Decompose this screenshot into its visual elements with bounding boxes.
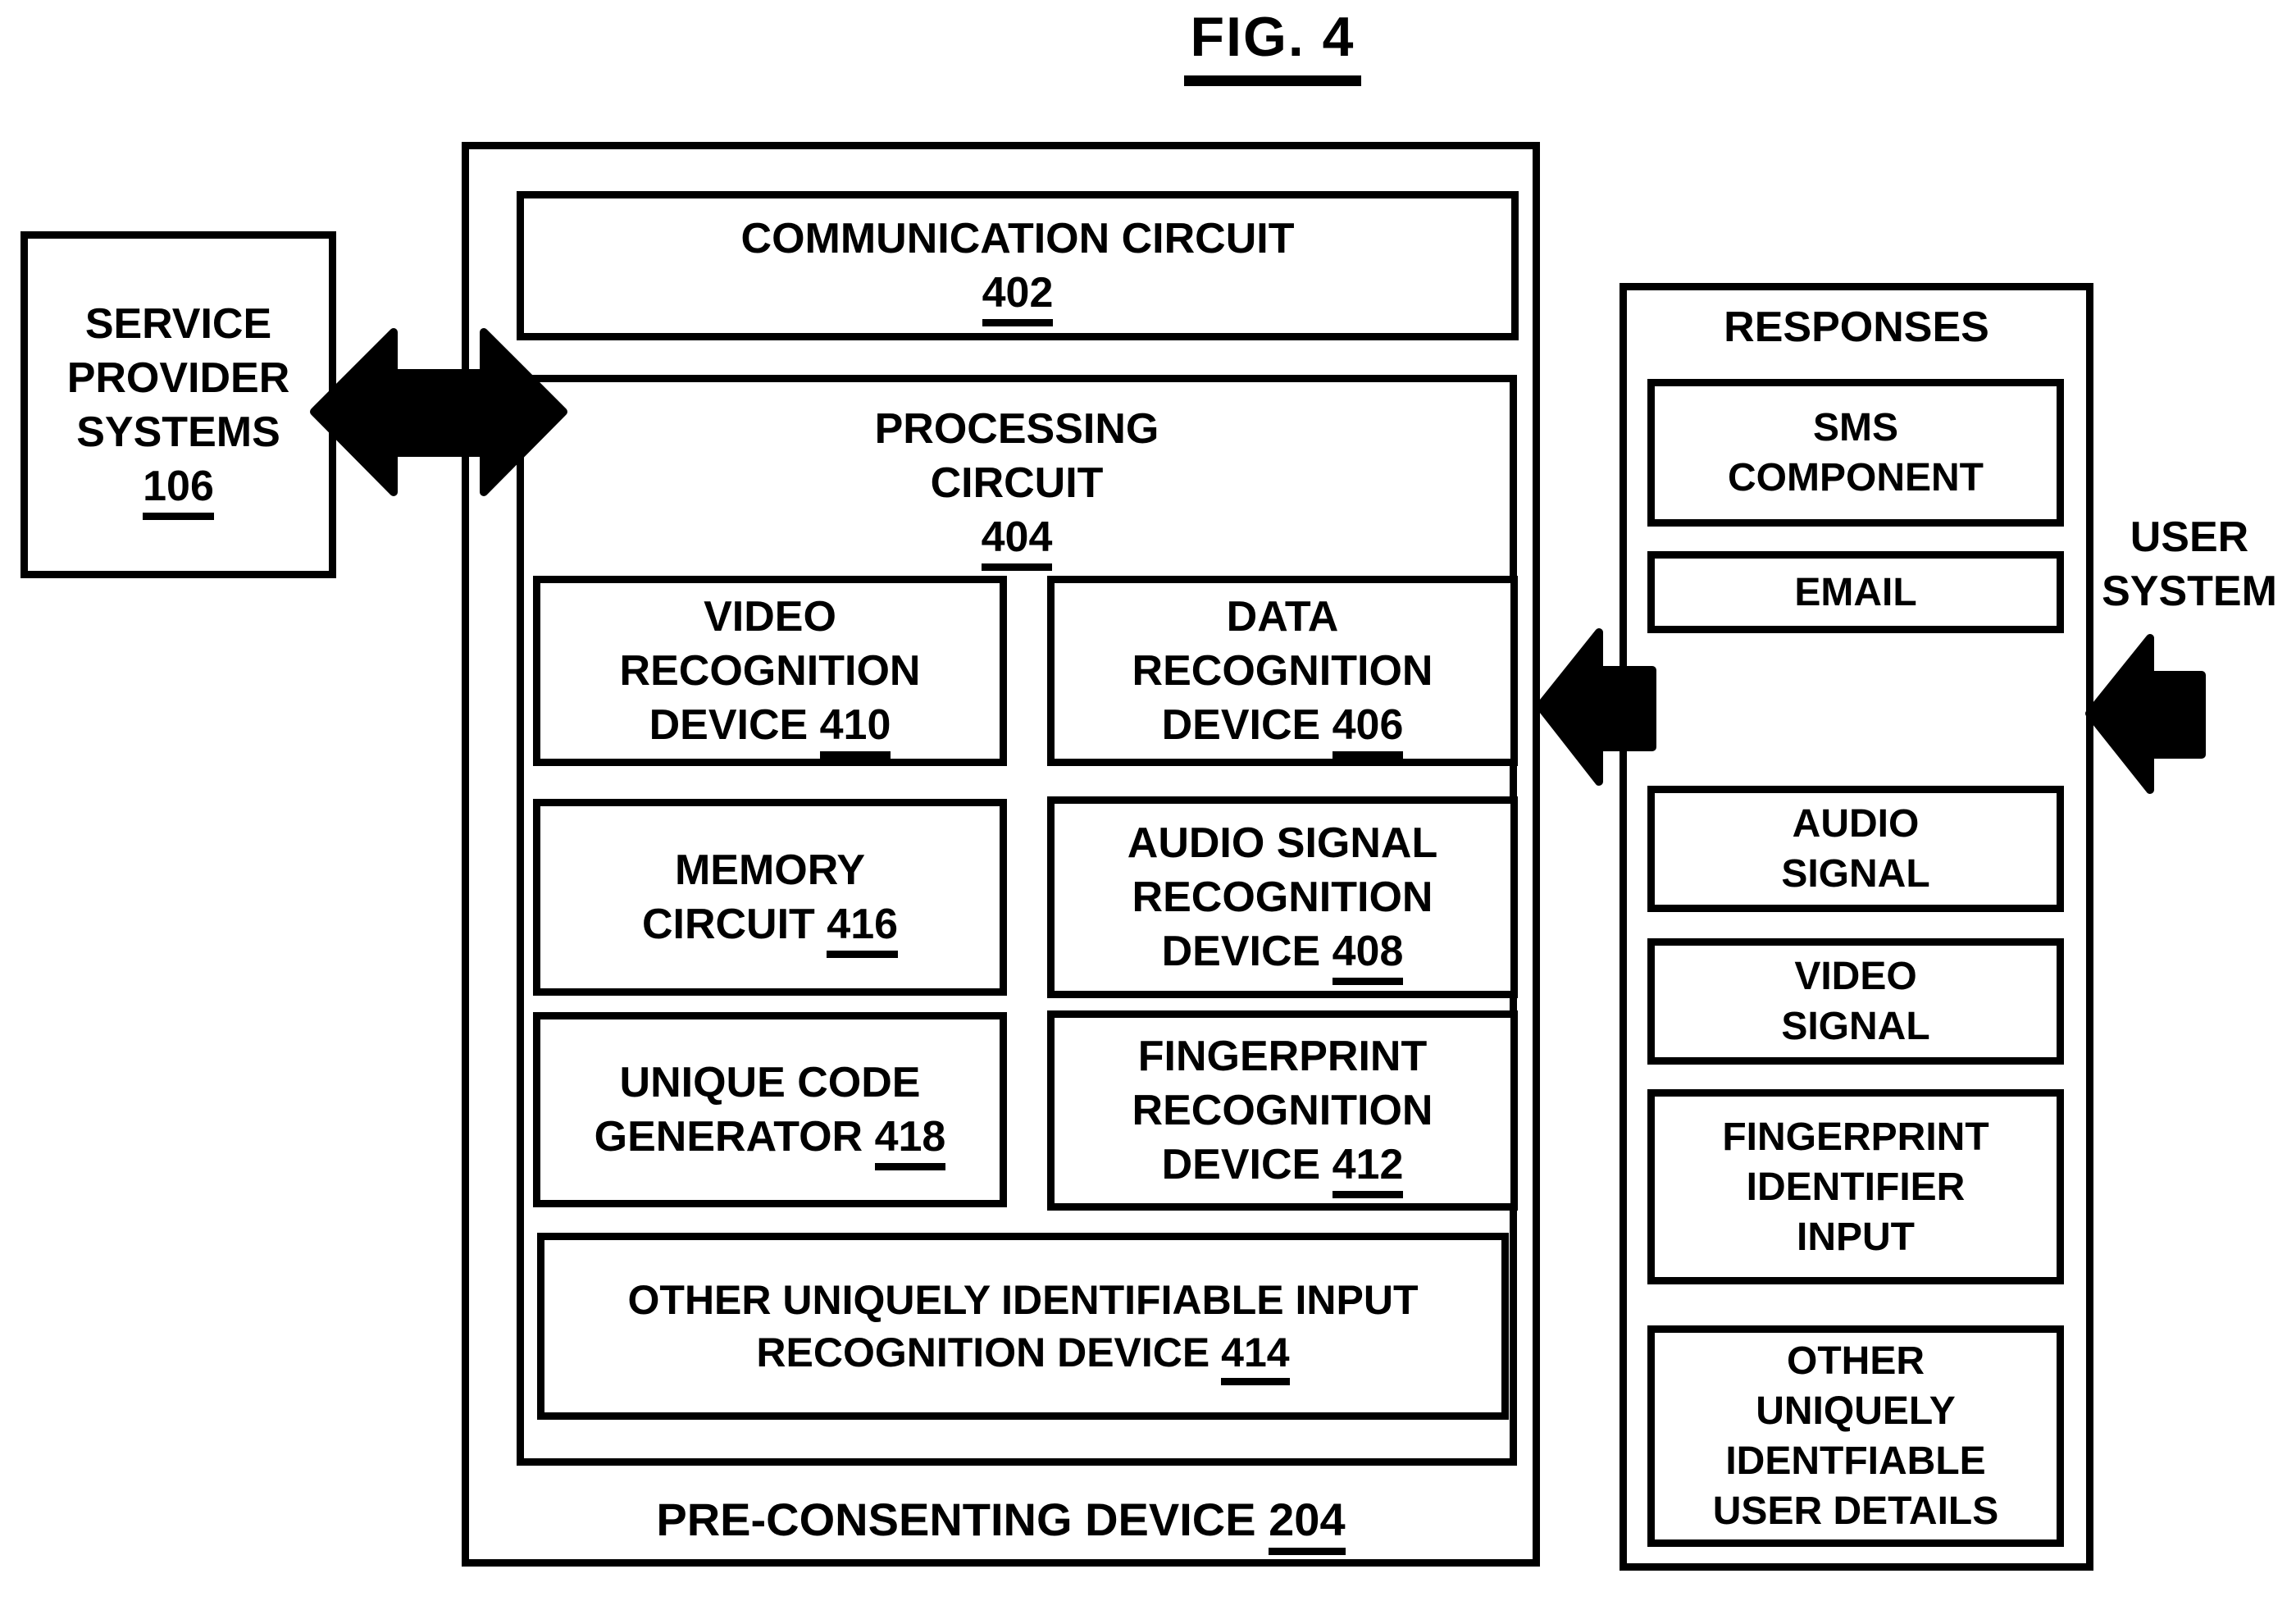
responses-item-audio-signal: AUDIO SIGNAL [1647,786,2064,912]
responses-title: RESPONSES [1620,300,2093,354]
video-device-ref: 410 [819,701,891,759]
fingerprint-device-line1: FINGERPRINT [1137,1033,1428,1080]
data-recognition-device-box: DATA RECOGNITION DEVICE 406 [1047,576,1518,766]
other-details-line2: UNIQUELY [1756,1389,1956,1433]
fingerprint-input-line3: INPUT [1797,1215,1915,1259]
processing-circuit-header: PROCESSING CIRCUIT 404 [524,402,1510,571]
data-device-line2: RECOGNITION [1132,647,1433,695]
other-input-ref: 414 [1221,1330,1290,1385]
service-provider-ref: 106 [143,462,214,520]
fingerprint-recognition-device-box: FINGERPRINT RECOGNITION DEVICE 412 [1047,1010,1518,1211]
user-to-responses-arrow-icon [2085,634,2206,794]
audio-signal-recognition-device-box: AUDIO SIGNAL RECOGNITION DEVICE 408 [1047,796,1518,998]
pre-consenting-device-ref: 204 [1269,1494,1346,1555]
sms-line1: SMS [1812,406,1898,449]
service-provider-line3: SYSTEMS [76,408,280,456]
pre-consenting-device-label: PRE-CONSENTING DEVICE 204 [462,1491,1540,1555]
user-system-label: USER SYSTEM [2087,510,2292,618]
user-system-line1: USER [2130,513,2249,561]
responses-item-other-user-details: OTHER UNIQUELY IDENTFIABLE USER DETAILS [1647,1325,2064,1547]
responses-item-email: EMAIL [1647,551,2064,633]
data-device-line1: DATA [1226,593,1339,641]
video-device-line3: DEVICE [649,701,809,749]
fingerprint-device-ref: 412 [1332,1141,1404,1198]
audio-device-line2: RECOGNITION [1132,873,1433,921]
audio-signal-line1: AUDIO [1792,802,1920,846]
processing-circuit-line1: PROCESSING [874,405,1159,453]
unique-code-generator-box: UNIQUE CODE GENERATOR 418 [533,1012,1007,1207]
audio-device-line3: DEVICE [1161,928,1321,975]
email-line1: EMAIL [1794,570,1917,614]
data-device-ref: 406 [1332,701,1404,759]
other-input-line1: OTHER UNIQUELY IDENTIFIABLE INPUT [627,1277,1419,1323]
memory-circuit-line1: MEMORY [674,846,866,894]
communication-circuit-box: COMMUNICATION CIRCUIT 402 [517,191,1519,340]
responses-item-sms-component: SMS COMPONENT [1647,379,2064,527]
responses-item-video-signal: VIDEO SIGNAL [1647,938,2064,1065]
memory-circuit-line2: CIRCUIT [641,901,815,948]
video-signal-line2: SIGNAL [1781,1005,1930,1048]
service-provider-systems-box: SERVICE PROVIDER SYSTEMS 106 [20,231,336,578]
fingerprint-device-line3: DEVICE [1161,1141,1321,1188]
video-device-line2: RECOGNITION [619,647,921,695]
video-recognition-device-box: VIDEO RECOGNITION DEVICE 410 [533,576,1007,766]
other-input-line2: RECOGNITION DEVICE [756,1330,1210,1375]
communication-circuit-label: COMMUNICATION CIRCUIT [740,215,1295,262]
responses-item-fingerprint-identifier-input: FINGERPRINT IDENTIFIER INPUT [1647,1089,2064,1284]
audio-device-ref: 408 [1332,928,1404,985]
audio-device-line1: AUDIO SIGNAL [1127,819,1438,867]
fingerprint-input-line1: FINGERPRINT [1722,1115,1989,1159]
fingerprint-device-line2: RECOGNITION [1132,1087,1433,1134]
other-details-line4: USER DETAILS [1712,1489,1999,1533]
audio-signal-line2: SIGNAL [1781,852,1930,896]
other-input-recognition-device-box: OTHER UNIQUELY IDENTIFIABLE INPUT RECOGN… [537,1233,1509,1420]
data-device-line3: DEVICE [1161,701,1321,749]
fingerprint-input-line2: IDENTIFIER [1746,1165,1966,1209]
figure-title-text: FIG. 4 [1183,5,1362,86]
figure-title: FIG. 4 [1027,5,1519,86]
unique-code-line1: UNIQUE CODE [619,1059,921,1106]
communication-circuit-ref: 402 [982,269,1054,326]
other-details-line1: OTHER [1787,1339,1925,1383]
video-signal-line1: VIDEO [1794,955,1917,998]
sms-line2: COMPONENT [1728,456,1984,499]
other-details-line3: IDENTFIABLE [1725,1439,1986,1483]
video-device-line1: VIDEO [704,593,836,641]
processing-circuit-line2: CIRCUIT [930,459,1104,507]
user-system-line2: SYSTEM [2102,568,2277,615]
processing-circuit-ref: 404 [981,513,1053,571]
unique-code-ref: 418 [874,1113,946,1170]
responses-title-text: RESPONSES [1724,303,1989,351]
service-provider-line2: PROVIDER [66,353,290,402]
service-provider-line1: SERVICE [84,299,272,348]
unique-code-line2: GENERATOR [594,1113,863,1161]
memory-circuit-ref: 416 [827,901,899,958]
memory-circuit-box: MEMORY CIRCUIT 416 [533,799,1007,996]
pre-consenting-device-text: PRE-CONSENTING DEVICE [656,1494,1256,1545]
